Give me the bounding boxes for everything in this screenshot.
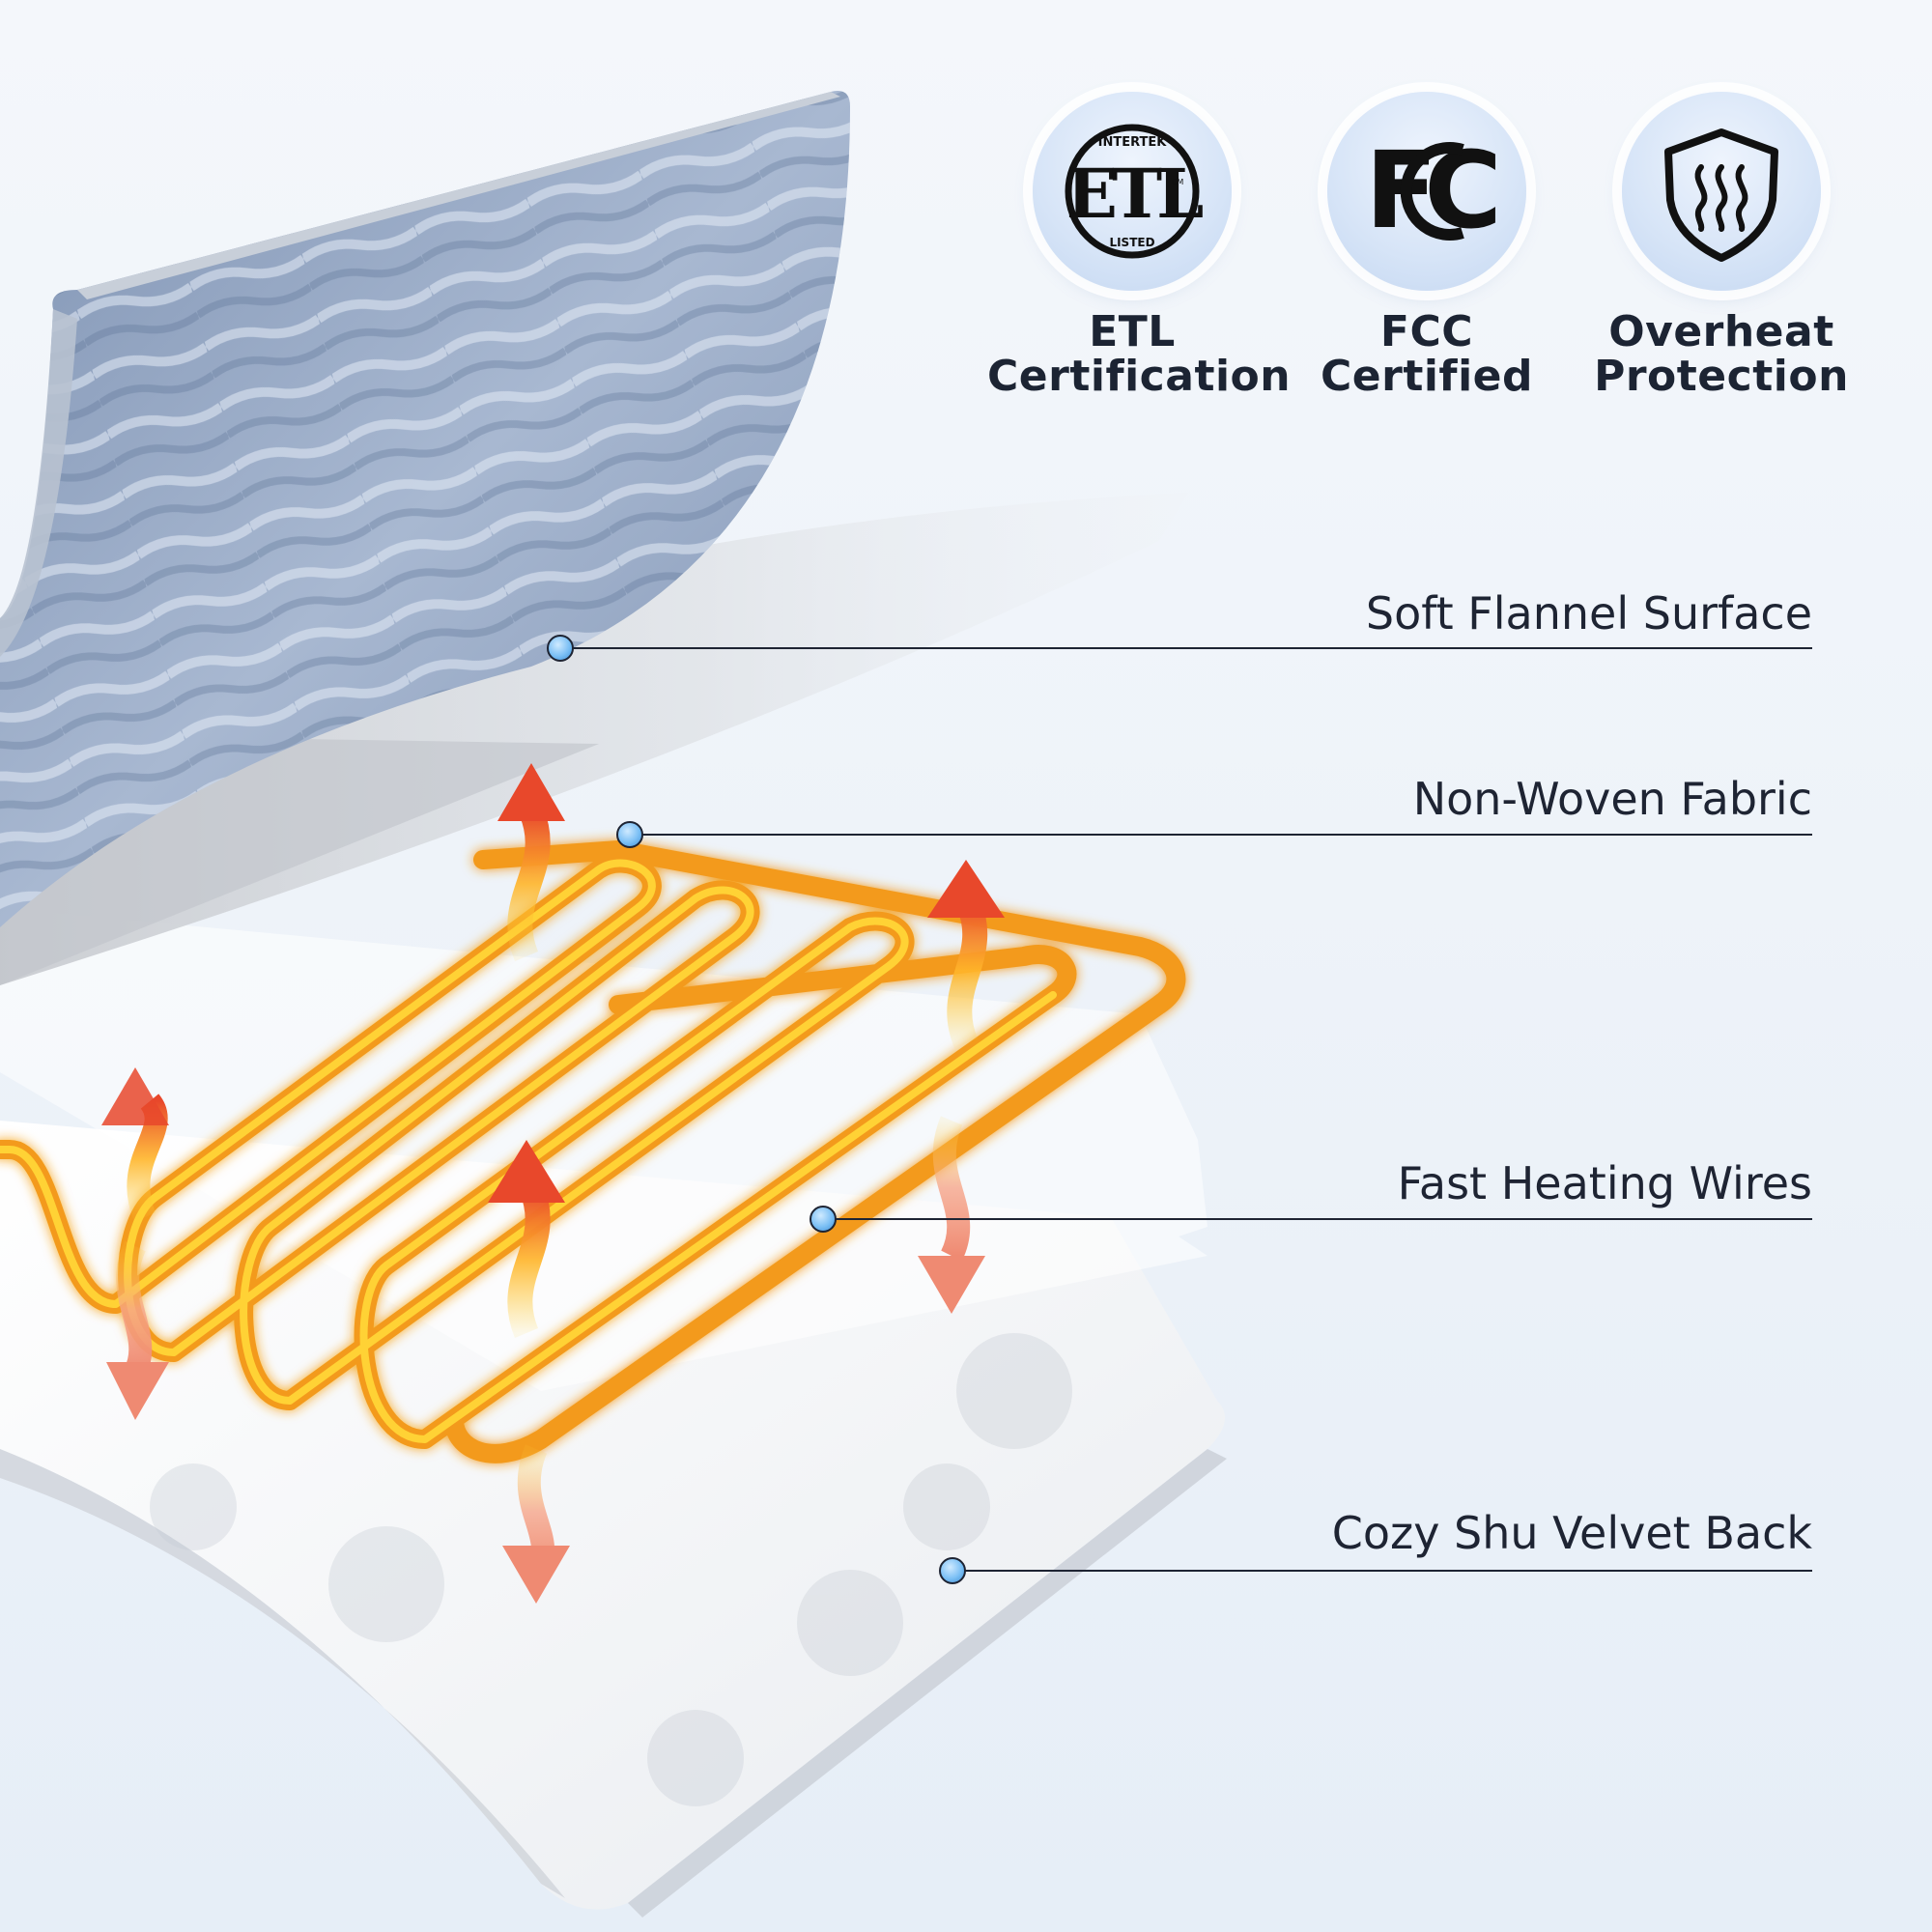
callout-dot-non-woven (616, 821, 643, 848)
badge-fcc-line1: FCC (1379, 307, 1474, 356)
badge-etl-line1: ETL (1089, 307, 1176, 356)
svg-text:LISTED: LISTED (1109, 236, 1154, 249)
heating-wires (0, 840, 1186, 1463)
etl-logo-icon: INTERTEK LISTED ETL CM (1033, 92, 1232, 291)
badge-overheat: Overheat Protection (1577, 92, 1866, 399)
callout-dot-velvet-back (939, 1557, 966, 1584)
heat-arrow-up-1 (497, 763, 565, 961)
shield-heat-icon (1622, 92, 1821, 291)
badge-fcc: FC FCC Certified (1282, 92, 1572, 399)
flannel-layer (0, 91, 850, 927)
heat-arrow-up-4 (488, 1140, 565, 1338)
label-soft-flannel-surface: Soft Flannel Surface (1365, 587, 1812, 639)
svg-text:CM: CM (1172, 178, 1184, 186)
label-non-woven-fabric: Non-Woven Fabric (1412, 773, 1812, 825)
badge-etl-line2: Certification (987, 352, 1292, 401)
badge-overheat-line1: Overheat (1608, 307, 1834, 356)
leader-line-flannel (560, 647, 1812, 649)
heat-arrow-up-3 (101, 1067, 169, 1222)
callout-dot-heating-wires (810, 1206, 837, 1233)
leader-line-velvet-back (952, 1570, 1812, 1572)
svg-text:ETL: ETL (1066, 154, 1203, 234)
badge-etl: INTERTEK LISTED ETL CM ETL Certification (987, 92, 1292, 401)
badge-overheat-line2: Protection (1594, 352, 1849, 401)
label-cozy-shu-velvet-back: Cozy Shu Velvet Back (1331, 1507, 1812, 1559)
wire-carrier-sheet (0, 908, 1208, 1391)
badge-fcc-line2: Certified (1320, 352, 1533, 401)
heat-arrows (101, 763, 1005, 1604)
heat-arrow-up-2 (927, 860, 1005, 1048)
heat-arrow-down-3 (502, 1444, 570, 1604)
svg-text:INTERTEK: INTERTEK (1098, 135, 1168, 150)
fcc-logo-icon: FC (1327, 92, 1526, 291)
label-fast-heating-wires: Fast Heating Wires (1397, 1157, 1812, 1209)
velvet-back-layer (0, 1121, 1227, 1918)
leader-line-heating-wires (823, 1218, 1812, 1220)
heat-arrow-down-1 (106, 1240, 169, 1420)
heat-arrow-down-2 (918, 1116, 985, 1314)
leader-line-non-woven (630, 834, 1812, 836)
callout-dot-flannel (547, 635, 574, 662)
